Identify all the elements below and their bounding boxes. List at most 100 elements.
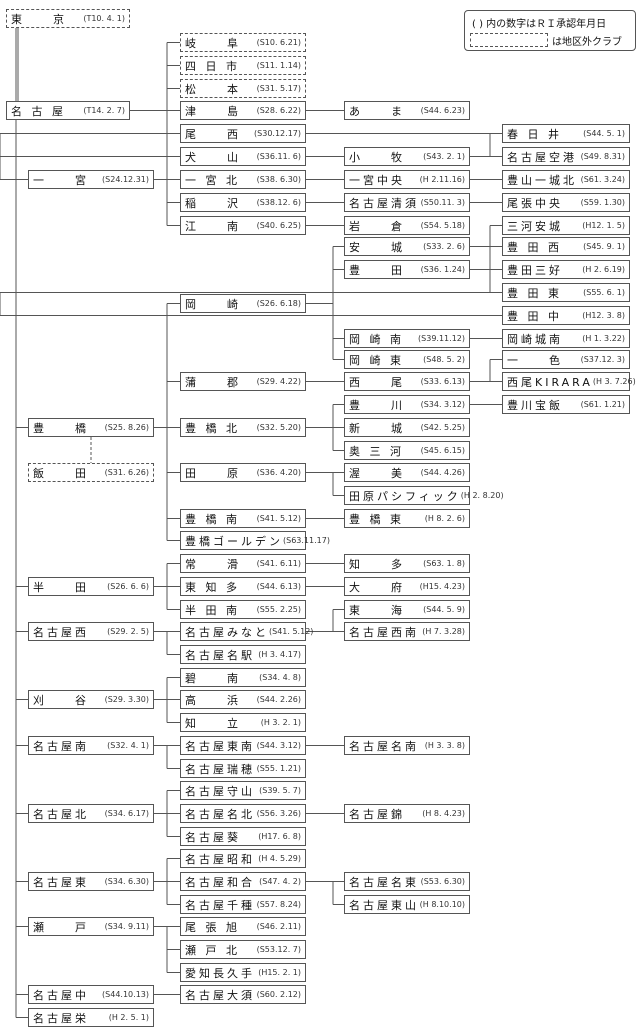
club-node-nagoya-wago: 名古屋和合(S47. 4. 2) bbox=[180, 872, 306, 891]
club-node-ichinomiya: 一 宮(S24.12.31) bbox=[28, 170, 154, 189]
club-charter-date: (S44. 3.12) bbox=[256, 741, 301, 750]
club-name: 津 島 bbox=[185, 104, 241, 118]
club-node-isshiki: 一 色(S37.12. 3) bbox=[502, 350, 630, 369]
club-node-gamagori: 蒲 郡(S29. 4.22) bbox=[180, 372, 306, 391]
club-charter-date: (S55. 1.21) bbox=[256, 764, 301, 773]
club-node-okazaki-jonan: 岡崎城南(H 1. 3.22) bbox=[502, 329, 630, 348]
club-node-toyohashi-higashi: 豊 橋 東(H 8. 2. 6) bbox=[344, 509, 470, 528]
club-charter-date: (S28. 6.22) bbox=[256, 106, 301, 115]
club-charter-date: (S61. 3.24) bbox=[580, 175, 625, 184]
club-charter-date: (S31. 6.26) bbox=[104, 468, 149, 477]
club-name: 安 城 bbox=[349, 240, 405, 254]
club-name: 豊 橋 東 bbox=[349, 512, 404, 526]
club-node-nishio-kirara: 西尾KIRARA(H 3. 7.26) bbox=[502, 372, 636, 391]
club-charter-date: (S59. 1.30) bbox=[580, 198, 625, 207]
club-node-toyota-higashi: 豊 田 東(S55. 6. 1) bbox=[502, 283, 630, 302]
club-name: 半 田 bbox=[33, 580, 89, 594]
club-charter-date: (S32. 5.20) bbox=[256, 423, 301, 432]
club-charter-date: (H 2. 5. 1) bbox=[108, 1013, 149, 1022]
club-name: 一宮中央 bbox=[349, 173, 405, 187]
club-node-seto: 瀬 戸(S34. 9.11) bbox=[28, 917, 154, 936]
club-name: 名古屋中 bbox=[33, 988, 89, 1002]
club-name: 名古屋名南 bbox=[349, 739, 419, 753]
club-name: 名古屋西南 bbox=[349, 625, 419, 639]
club-charter-date: (T10. 4. 1) bbox=[83, 14, 125, 23]
club-name: 豊山一城北 bbox=[507, 173, 577, 187]
club-charter-date: (H15. 2. 1) bbox=[258, 968, 301, 977]
club-name: 名古屋みなと bbox=[185, 625, 269, 639]
club-charter-date: (H12. 1. 5) bbox=[582, 221, 625, 230]
club-name: 西尾KIRARA bbox=[507, 375, 593, 389]
club-node-okumikawa: 奥 三 河 (S45. 6.15) bbox=[344, 441, 470, 460]
club-name: 高 浜 bbox=[185, 693, 241, 707]
club-node-hekinan: 碧 南(S34. 4. 8) bbox=[180, 668, 306, 687]
club-charter-date: (H 1. 3.22) bbox=[582, 334, 625, 343]
club-node-nagoya-meieki: 名古屋名駅(H 3. 4.17) bbox=[180, 645, 306, 664]
club-node-gifu: 岐 阜(S10. 6.21) bbox=[180, 33, 306, 52]
club-node-matsumoto: 松 本 (S31. 5.17) bbox=[180, 79, 306, 98]
club-charter-date: (H 3. 2. 1) bbox=[260, 718, 301, 727]
club-node-tokyo: 東 京(T10. 4. 1) bbox=[6, 9, 130, 28]
club-name: 瀬 戸 bbox=[33, 920, 89, 934]
club-name: 奥 三 河 bbox=[349, 444, 404, 458]
club-name: 名古屋瑞穂 bbox=[185, 762, 255, 776]
club-node-nagoya-kuko: 名古屋空港(S49. 8.31) bbox=[502, 147, 630, 166]
club-node-toyokawa: 豊 川(S34. 3.12) bbox=[344, 395, 470, 414]
club-node-nagoya-chikusa: 名古屋千種(S57. 8.24) bbox=[180, 895, 306, 914]
club-name: 瀬 戸 北 bbox=[185, 943, 240, 957]
club-name: 名古屋清須 bbox=[349, 196, 419, 210]
club-name: 松 本 bbox=[185, 82, 241, 96]
club-charter-date: (S39.11.12) bbox=[418, 334, 465, 343]
club-name: 東 知 多 bbox=[185, 580, 240, 594]
club-charter-date: (S30.12.17) bbox=[254, 129, 301, 138]
club-charter-date: (S63.11.17) bbox=[283, 536, 330, 545]
club-name: 半 田 南 bbox=[185, 603, 240, 617]
club-charter-date: (S45. 6.15) bbox=[420, 446, 465, 455]
club-charter-date: (S29. 3.30) bbox=[104, 695, 149, 704]
club-charter-date: (S41. 5.12) bbox=[256, 514, 301, 523]
club-name: 尾 西 bbox=[185, 127, 241, 141]
club-name: 渥 美 bbox=[349, 466, 405, 480]
club-name: 名古屋空港 bbox=[507, 150, 577, 164]
club-name: 名古屋名駅 bbox=[185, 648, 255, 662]
club-charter-date: (S31. 5.17) bbox=[256, 84, 301, 93]
club-node-kariya: 刈 谷(S29. 3.30) bbox=[28, 690, 154, 709]
club-name: 愛知長久手 bbox=[185, 966, 255, 980]
club-node-takahama: 高 浜(S44. 2.26) bbox=[180, 690, 306, 709]
club-node-tsushima: 津 島 (S28. 6.22) bbox=[180, 101, 306, 120]
club-node-nagoya-sakae: 名古屋栄(H 2. 5. 1) bbox=[28, 1008, 154, 1027]
club-name: 稲 沢 bbox=[185, 196, 241, 210]
club-charter-date: (S44. 4.26) bbox=[420, 468, 465, 477]
club-node-owari-chuo: 尾張中央 (S59. 1.30) bbox=[502, 193, 630, 212]
club-node-okazaki-higashi: 岡 崎 東(S48. 5. 2) bbox=[344, 350, 470, 369]
club-name: 飯 田 bbox=[33, 466, 89, 480]
club-name: あ ま bbox=[349, 104, 405, 118]
club-node-tokai: 東 海(S44. 5. 9) bbox=[344, 600, 470, 619]
club-charter-date: (S60. 2.12) bbox=[256, 990, 301, 999]
club-charter-date: (S34. 3.12) bbox=[420, 400, 465, 409]
club-node-nagoya-minato: 名古屋みなと(S41. 5.12) bbox=[180, 622, 313, 641]
club-node-nagoya-aoi: 名古屋葵(H17. 6. 8) bbox=[180, 827, 306, 846]
club-node-toyohashi-kita: 豊 橋 北(S32. 5.20) bbox=[180, 418, 306, 437]
club-node-anjo: 安 城(S33. 2. 6) bbox=[344, 237, 470, 256]
club-name: 尾張中央 bbox=[507, 196, 563, 210]
club-name: 田原パシフィック bbox=[349, 489, 461, 503]
club-node-nagoya-mizuho: 名古屋瑞穂(S55. 1.21) bbox=[180, 759, 306, 778]
club-node-okazaki: 岡 崎(S26. 6.18) bbox=[180, 294, 306, 313]
club-name: 豊 田 東 bbox=[507, 286, 562, 300]
club-name: 名古屋東山 bbox=[349, 898, 419, 912]
club-node-nagoya-higashi: 名古屋東(S34. 6.30) bbox=[28, 872, 154, 891]
club-node-handa: 半 田(S26. 6. 6) bbox=[28, 577, 154, 596]
club-name: 三河安城 bbox=[507, 219, 563, 233]
club-node-komaki: 小 牧(S43. 2. 1) bbox=[344, 147, 470, 166]
club-name: 名古屋守山 bbox=[185, 784, 255, 798]
club-charter-date: (S26. 6.18) bbox=[256, 299, 301, 308]
club-node-nagoya-meinan: 名古屋名南(H 3. 3. 8) bbox=[344, 736, 470, 755]
club-charter-date: (S10. 6.21) bbox=[256, 38, 301, 47]
club-charter-date: (H 2. 6.19) bbox=[582, 265, 625, 274]
club-node-toyota-miyoshi: 豊田三好(H 2. 6.19) bbox=[502, 260, 630, 279]
club-name: 一 色 bbox=[507, 353, 563, 367]
club-node-toyota-nishi: 豊 田 西(S45. 9. 1) bbox=[502, 237, 630, 256]
